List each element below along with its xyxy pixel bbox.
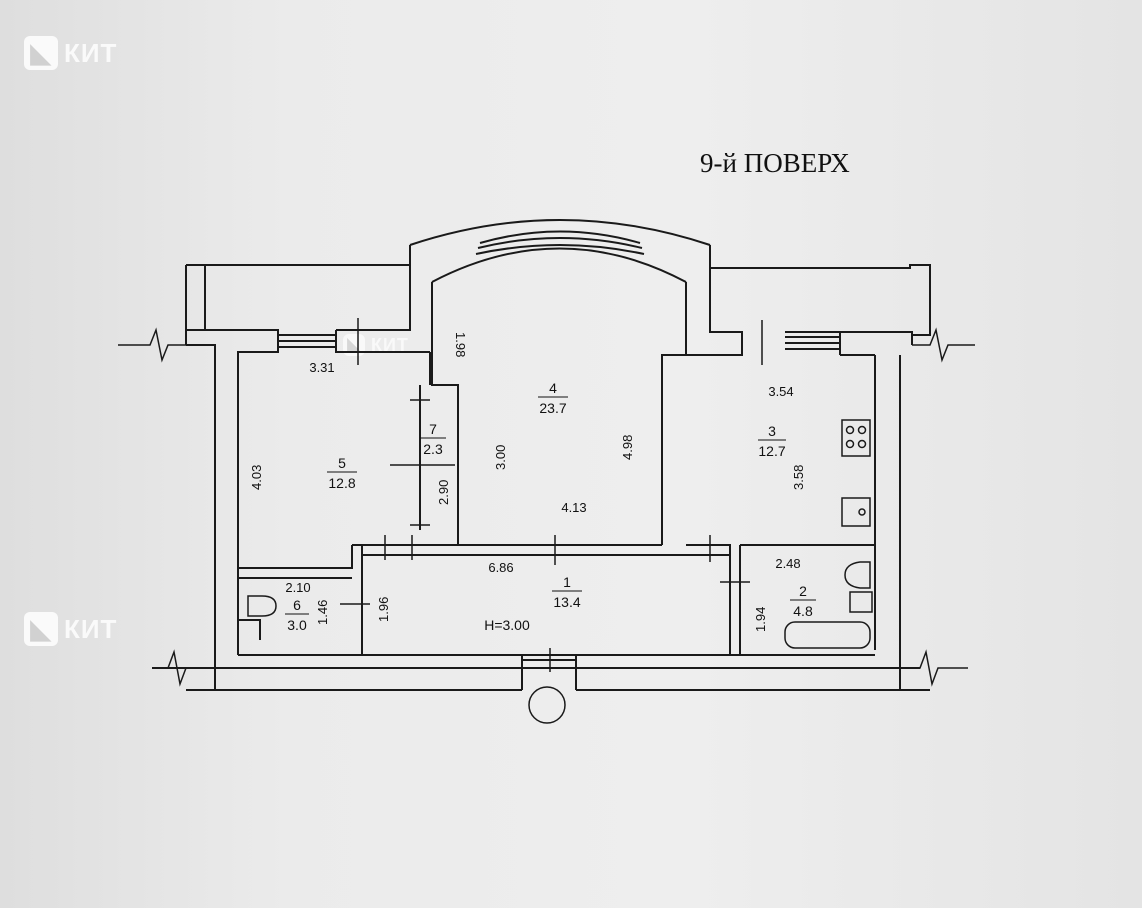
watermark-bottom: ◣ КИТ bbox=[24, 612, 117, 646]
watermark-text: КИТ bbox=[371, 334, 409, 355]
break-line-left-bottom bbox=[152, 649, 187, 687]
watermark-text: КИТ bbox=[64, 613, 118, 644]
bay-window-outer bbox=[409, 219, 711, 246]
dim-2-90: 2.90 bbox=[436, 480, 451, 505]
dim-4-03: 4.03 bbox=[249, 465, 264, 490]
break-line-left-top bbox=[118, 327, 186, 363]
svg-text:23.7: 23.7 bbox=[539, 400, 566, 416]
dim-3-00: 3.00 bbox=[493, 445, 508, 470]
room-2-label: 2 4.8 bbox=[790, 583, 816, 619]
dim-4-98: 4.98 bbox=[620, 435, 635, 460]
svg-text:1: 1 bbox=[563, 574, 571, 590]
svg-text:6: 6 bbox=[293, 597, 301, 613]
dim-4-13: 4.13 bbox=[561, 500, 586, 515]
room-5-label: 5 12.8 bbox=[327, 455, 357, 491]
break-line-right-bottom bbox=[900, 649, 968, 687]
dim-2-10: 2.10 bbox=[285, 580, 310, 595]
dim-3-31: 3.31 bbox=[309, 360, 334, 375]
svg-text:2.3: 2.3 bbox=[423, 441, 443, 457]
toilet-icon-wc bbox=[247, 595, 277, 617]
room-4-label: 4 23.7 bbox=[538, 380, 568, 416]
toilet-icon bbox=[844, 561, 871, 589]
dim-3-54: 3.54 bbox=[768, 384, 793, 399]
kit-logo-icon: ◣ bbox=[343, 334, 365, 356]
svg-text:3: 3 bbox=[768, 423, 776, 439]
dim-1-96: 1.96 bbox=[376, 597, 391, 622]
bathtub-icon bbox=[784, 621, 871, 649]
kitchen-sink-icon bbox=[841, 497, 871, 527]
svg-text:4: 4 bbox=[549, 380, 557, 396]
svg-text:5: 5 bbox=[338, 455, 346, 471]
room-7-label: 7 2.3 bbox=[420, 421, 446, 457]
kit-logo-icon: ◣ bbox=[24, 612, 58, 646]
room-3-label: 3 12.7 bbox=[758, 423, 786, 459]
floor-title: 9-й ПОВЕРХ bbox=[700, 148, 850, 178]
room-6-label: 6 3.0 bbox=[285, 597, 309, 633]
break-line-right-top bbox=[912, 327, 975, 363]
kit-logo-icon: ◣ bbox=[24, 36, 58, 70]
dim-1-46: 1.46 bbox=[315, 600, 330, 625]
svg-text:3.0: 3.0 bbox=[287, 617, 307, 633]
svg-text:2: 2 bbox=[799, 583, 807, 599]
svg-text:12.8: 12.8 bbox=[328, 475, 355, 491]
dim-1-94: 1.94 bbox=[753, 607, 768, 632]
dim-3-58: 3.58 bbox=[791, 465, 806, 490]
ceiling-height-label: H=3.00 bbox=[484, 617, 530, 633]
svg-text:7: 7 bbox=[429, 421, 437, 437]
room-1-label: 1 13.4 bbox=[552, 574, 582, 610]
dim-1-98: 1.98 bbox=[453, 332, 468, 357]
stove-icon bbox=[841, 419, 871, 457]
svg-text:12.7: 12.7 bbox=[758, 443, 785, 459]
wash-basin-icon bbox=[849, 591, 873, 613]
watermark-center: ◣ КИТ bbox=[343, 334, 409, 356]
svg-text:4.8: 4.8 bbox=[793, 603, 813, 619]
dim-2-48: 2.48 bbox=[775, 556, 800, 571]
watermark-text: КИТ bbox=[64, 37, 118, 68]
dim-6-86: 6.86 bbox=[488, 560, 513, 575]
outer-wall-top-left bbox=[186, 245, 411, 266]
entrance-circle-marker bbox=[528, 686, 566, 724]
watermark-top: ◣ КИТ bbox=[24, 36, 117, 70]
svg-text:13.4: 13.4 bbox=[553, 594, 580, 610]
